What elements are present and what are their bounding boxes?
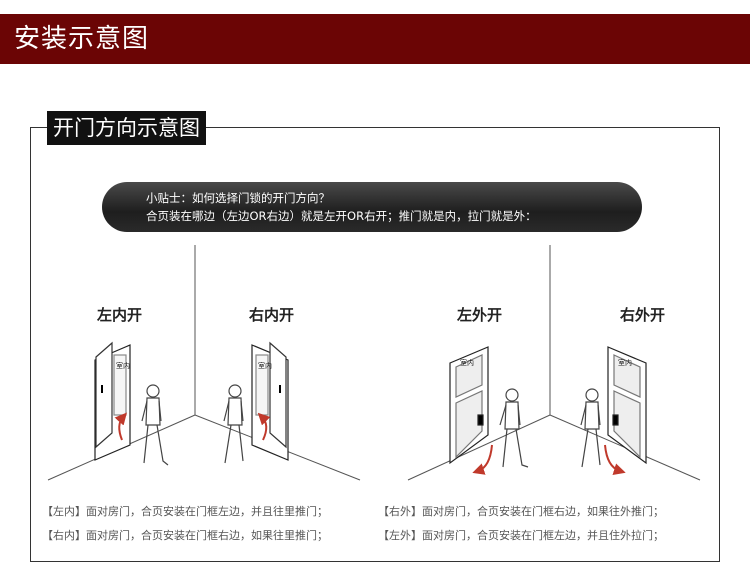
desc-right-inward: 【右内】面对房门，合页安装在门框右边，如果往里推门； <box>42 529 328 542</box>
door-text: 室内 <box>460 358 474 367</box>
desc-left-outward: 【左外】面对房门，合页安装在门框左边，并且住外拉门； <box>378 529 664 542</box>
door-right-outward <box>607 346 647 465</box>
page-title: 安装示意图 <box>14 24 150 54</box>
label-right-inward: 右内开 <box>249 306 295 324</box>
person-icon <box>141 384 169 466</box>
door-illustrations: 室内 室内 室内 室内 <box>47 245 701 481</box>
arrow-icon <box>114 412 127 441</box>
door-text: 室内 <box>618 358 632 367</box>
door-text: 室内 <box>116 361 130 370</box>
door-right-inward <box>251 341 289 461</box>
arrow-icon <box>257 412 271 441</box>
door-left-outward <box>449 346 489 465</box>
section-title: 开门方向示意图 <box>47 111 206 145</box>
header-banner: 安装示意图 <box>0 14 750 64</box>
door-text: 室内 <box>258 361 272 370</box>
desc-right-outward: 【右外】面对房门，合页安装在门框右边，如果往外推门； <box>378 505 664 518</box>
diagram-frame <box>30 127 720 562</box>
label-right-outward: 右外开 <box>620 306 666 324</box>
tip-answer: 合页装在哪边（左边OR右边）就是左开OR右开；推门就是内，拉门就是外： <box>146 209 537 223</box>
arrow-icon <box>472 444 493 475</box>
person-icon <box>499 388 529 468</box>
label-left-inward: 左内开 <box>97 306 143 324</box>
tip-question: 小贴士：如何选择门锁的开门方向？ <box>146 191 330 205</box>
person-icon <box>223 384 244 464</box>
person-icon <box>580 388 601 468</box>
desc-left-inward: 【左内】面对房门，合页安装在门框左边，并且往里推门； <box>42 505 328 518</box>
label-left-outward: 左外开 <box>457 306 503 324</box>
tip-banner: 小贴士：如何选择门锁的开门方向？ 合页装在哪边（左边OR右边）就是左开OR右开；… <box>102 182 642 232</box>
door-left-inward <box>94 341 131 461</box>
arrow-icon <box>604 444 626 475</box>
